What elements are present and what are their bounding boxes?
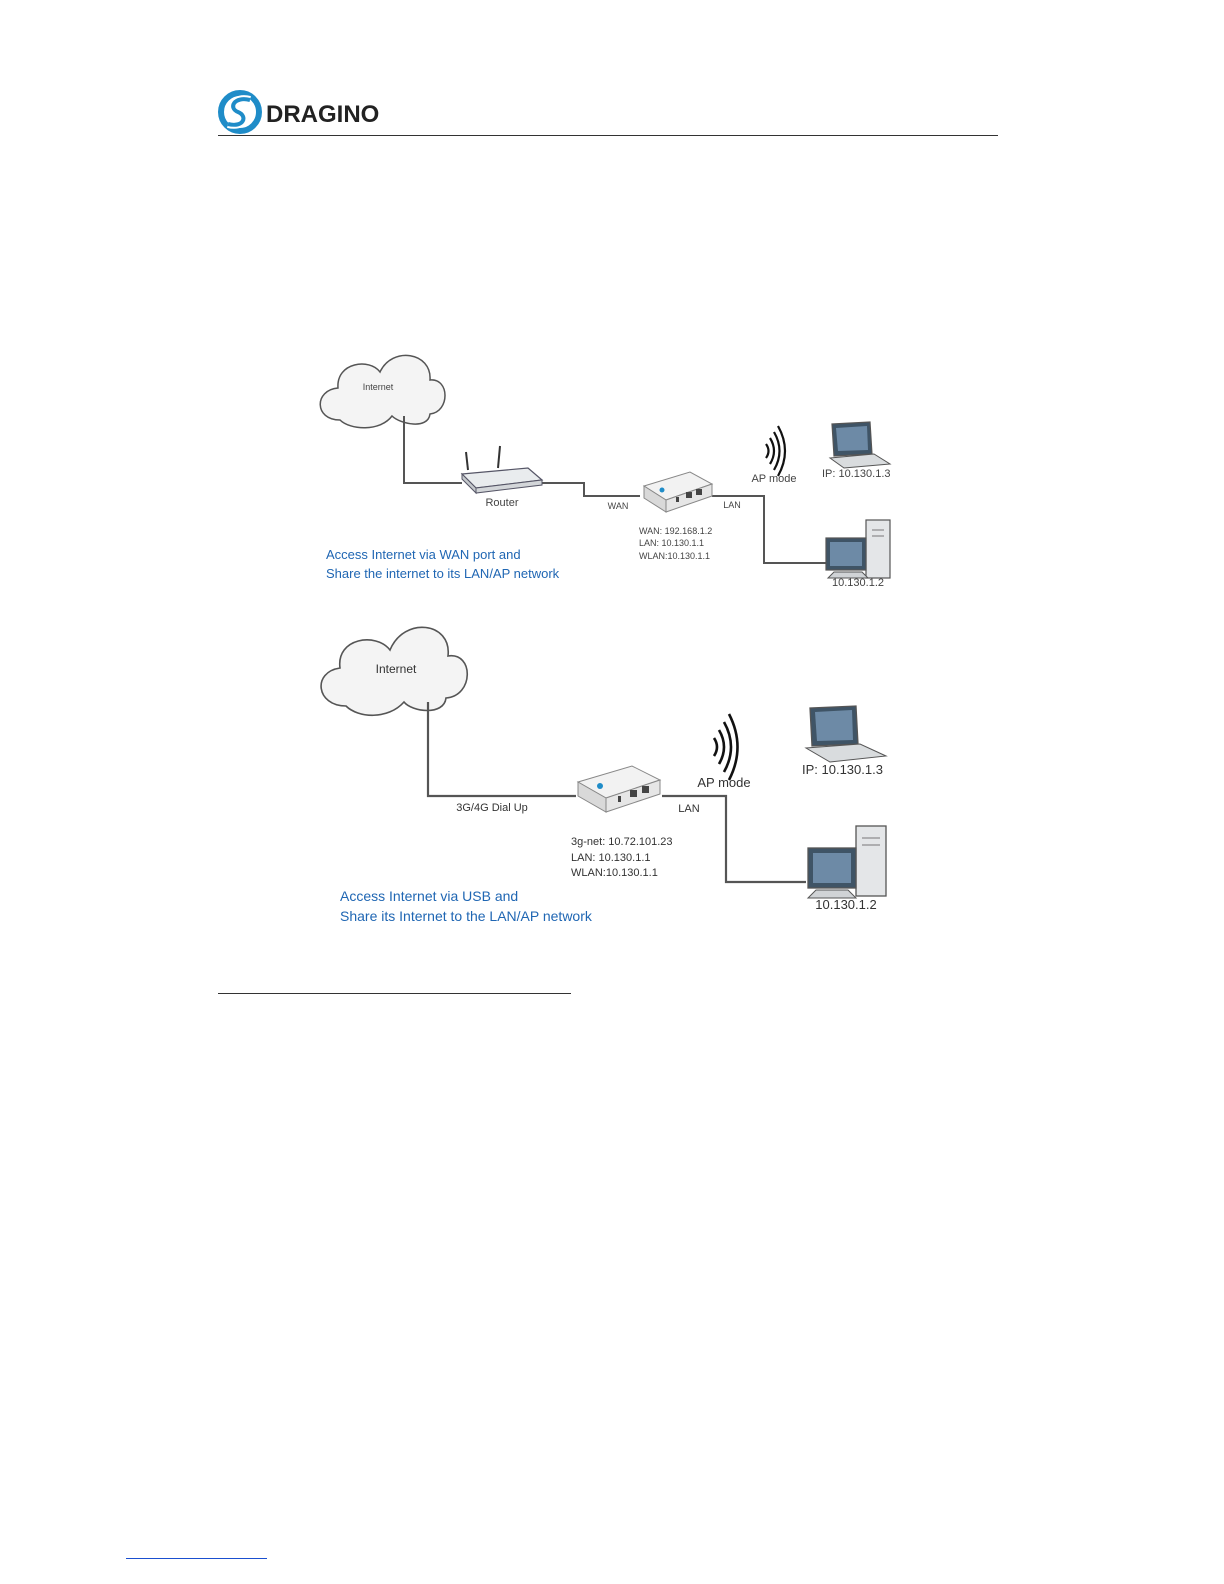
laptop-icon (804, 705, 888, 763)
device-info-line-3: WLAN:10.130.1.1 (639, 551, 710, 561)
pc-ip-label: 10.130.1.2 (815, 897, 876, 912)
cloud-router-line (403, 416, 462, 484)
device-info-line-3: WLAN:10.130.1.1 (571, 867, 658, 879)
device-info-line-2: LAN: 10.130.1.1 (571, 852, 651, 864)
device-info-line-2: LAN: 10.130.1.1 (639, 538, 704, 548)
device-pc-line (662, 794, 806, 884)
laptop-ip-label: IP: 10.130.1.3 (802, 762, 883, 777)
header-rule (218, 135, 998, 136)
device-info-line-1: WAN: 192.168.1.2 (639, 526, 712, 536)
network-diagram-usb: Internet 3G/4G Dial Up LAN 3g-net: 10.72… (320, 626, 888, 924)
caption-line-1: Access Internet via WAN port and (326, 547, 521, 562)
wifi-signal-icon (765, 425, 787, 477)
gateway-device-icon (576, 765, 662, 813)
internet-label: Internet (376, 662, 417, 676)
logo-text: DRAGINO (266, 101, 379, 128)
footnote-rule (218, 993, 571, 994)
wan-label: WAN (608, 501, 629, 511)
desktop-pc-icon (806, 825, 887, 899)
laptop-icon (828, 421, 892, 469)
ap-mode-label: AP mode (751, 473, 796, 485)
pc-ip-label: 10.130.1.2 (832, 577, 884, 589)
caption-line-1: Access Internet via USB and (340, 888, 518, 904)
router-label: Router (485, 497, 518, 509)
desktop-pc-icon (825, 519, 891, 579)
logo-mark-icon (218, 90, 262, 134)
dragino-logo: DRAGINO (218, 90, 379, 134)
internet-cloud-icon (320, 626, 469, 716)
device-lan-label: LAN (678, 803, 699, 815)
cloud-device-line (426, 702, 576, 798)
laptop-ip-label: IP: 10.130.1.3 (822, 468, 891, 480)
ap-mode-label: AP mode (697, 775, 750, 790)
device-lan-label: LAN (723, 500, 741, 510)
gateway-device-icon (642, 471, 714, 513)
caption-line-2: Share its Internet to the LAN/AP network (340, 908, 593, 924)
caption-line-2: Share the internet to its LAN/AP network (326, 566, 560, 581)
router-icon (460, 445, 544, 495)
footer-link-underline[interactable] (126, 1558, 267, 1559)
device-info-line-1: 3g-net: 10.72.101.23 (571, 836, 673, 848)
internet-cloud-icon (319, 354, 446, 429)
device-pc-line (712, 495, 826, 564)
router-device-line (540, 482, 640, 497)
dialup-label: 3G/4G Dial Up (456, 802, 528, 814)
internet-label: Internet (363, 382, 394, 392)
wifi-signal-icon (712, 713, 739, 781)
network-diagram-wan: Internet Router WAN LAN WAN: 192.168.1.2… (319, 354, 892, 589)
